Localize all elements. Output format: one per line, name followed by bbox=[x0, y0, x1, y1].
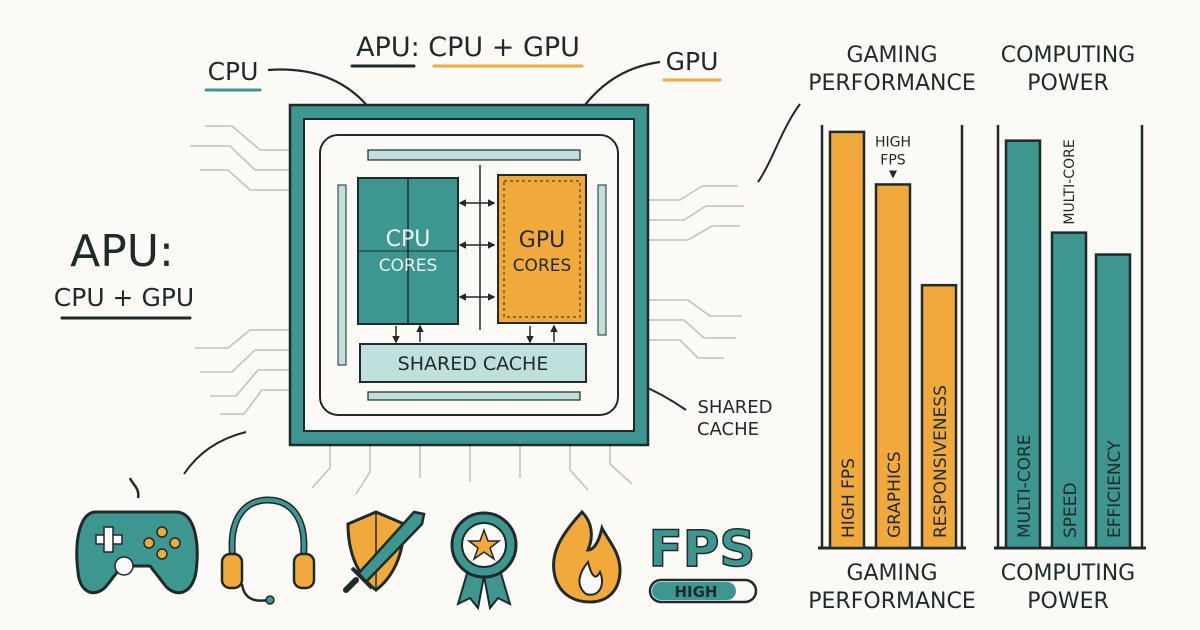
chart-2-bar-3 bbox=[1094, 253, 1132, 550]
chart-1-bar-1 bbox=[828, 130, 866, 550]
chart-2-bottom-title-line1: COMPUTING bbox=[1001, 561, 1135, 586]
fps-text: FPS bbox=[649, 520, 756, 578]
headset-icon bbox=[220, 496, 316, 605]
gpu-cores-label-line1: GPU bbox=[519, 228, 565, 253]
chart-1-annotation-line2: FPS bbox=[880, 152, 905, 168]
cpu-cores-label-line1: CPU bbox=[386, 227, 431, 252]
flame-icon bbox=[552, 509, 622, 604]
chart-1-bar-label-1: HIGH FPS bbox=[839, 458, 859, 538]
chip-inner-border bbox=[319, 134, 619, 416]
apu-chip: CPU CORES GPU CORES SHARED CACHE bbox=[288, 103, 650, 447]
main-title: APU: CPU + GPU bbox=[356, 32, 580, 63]
gpu-cores-inner bbox=[503, 180, 581, 318]
sketch-stroke-top bbox=[757, 103, 801, 183]
shield-sword-icon bbox=[343, 510, 426, 593]
chart-2-bar-2 bbox=[1050, 231, 1088, 550]
cpu-cores-label-line2: CORES bbox=[379, 256, 438, 276]
gpu-callout-label: GPU bbox=[666, 47, 719, 76]
chart-2-bottom-title-line2: POWER bbox=[1027, 589, 1109, 614]
sketch-stroke-bottom bbox=[183, 431, 247, 475]
award-badge-icon bbox=[450, 511, 518, 611]
chart-1-bottom-title-line2: PERFORMANCE bbox=[808, 589, 975, 614]
fps-badge-label: HIGH bbox=[674, 583, 717, 601]
chart-2-bar-1 bbox=[1004, 139, 1042, 550]
chart-1-bottom-title-line1: GAMING bbox=[846, 561, 937, 586]
chart-1-title-line1: GAMING bbox=[846, 43, 937, 68]
right-bus-bar bbox=[597, 184, 607, 336]
circuit-traces bbox=[190, 125, 744, 495]
gpu-cores-block bbox=[497, 174, 587, 324]
shared-cache-callout-line1: SHARED bbox=[697, 397, 772, 418]
shared-cache-label: SHARED CACHE bbox=[398, 353, 549, 375]
chart-1-annotation-pointer bbox=[889, 170, 897, 179]
shared-cache-block bbox=[359, 343, 587, 383]
bottom-bus-bar bbox=[367, 391, 581, 401]
chart-2-annotation: MULTI-CORE bbox=[1062, 139, 1078, 224]
chart-1: GAMING PERFORMANCE HIGH FPS GRAPHICS RESPONS… bbox=[808, 43, 975, 614]
chart-1-bar-label-3: RESPONSIVENESS bbox=[931, 385, 951, 538]
chart-1-title-line2: PERFORMANCE bbox=[808, 71, 975, 96]
top-bus-bar bbox=[367, 149, 581, 161]
performance-charts: GAMING PERFORMANCE HIGH FPS GRAPHICS RESPONS… bbox=[808, 43, 1146, 614]
gpu-cores-label-line2: CORES bbox=[513, 256, 572, 276]
chart-1-bar-3 bbox=[920, 283, 958, 550]
left-title-line1: APU: bbox=[70, 226, 174, 277]
left-title-line2: CPU + GPU bbox=[54, 283, 194, 312]
cpu-callout-label: CPU bbox=[208, 57, 259, 86]
gamepad-icon bbox=[75, 477, 199, 595]
chart-2-bar-label-2: SPEED bbox=[1061, 482, 1081, 538]
chart-1-annotation-line1: HIGH bbox=[875, 134, 911, 150]
chart-2: COMPUTING POWER MULTI-CORE SPEED EFFICIENCY M… bbox=[994, 43, 1146, 614]
fps-high-icon: FPS HIGH bbox=[648, 519, 758, 604]
fps-badge-fill bbox=[652, 582, 736, 600]
chart-2-bar-label-1: MULTI-CORE bbox=[1015, 434, 1035, 538]
chart-1-bar-label-2: GRAPHICS bbox=[885, 451, 905, 538]
chart-2-bar-label-3: EFFICIENCY bbox=[1105, 440, 1125, 538]
left-bus-bar bbox=[337, 184, 347, 366]
chart-1-bar-2 bbox=[874, 183, 912, 550]
chart-2-title-line1: COMPUTING bbox=[1001, 43, 1135, 68]
shared-cache-callout-line2: CACHE bbox=[697, 419, 759, 440]
chart-2-title-line2: POWER bbox=[1027, 71, 1109, 96]
